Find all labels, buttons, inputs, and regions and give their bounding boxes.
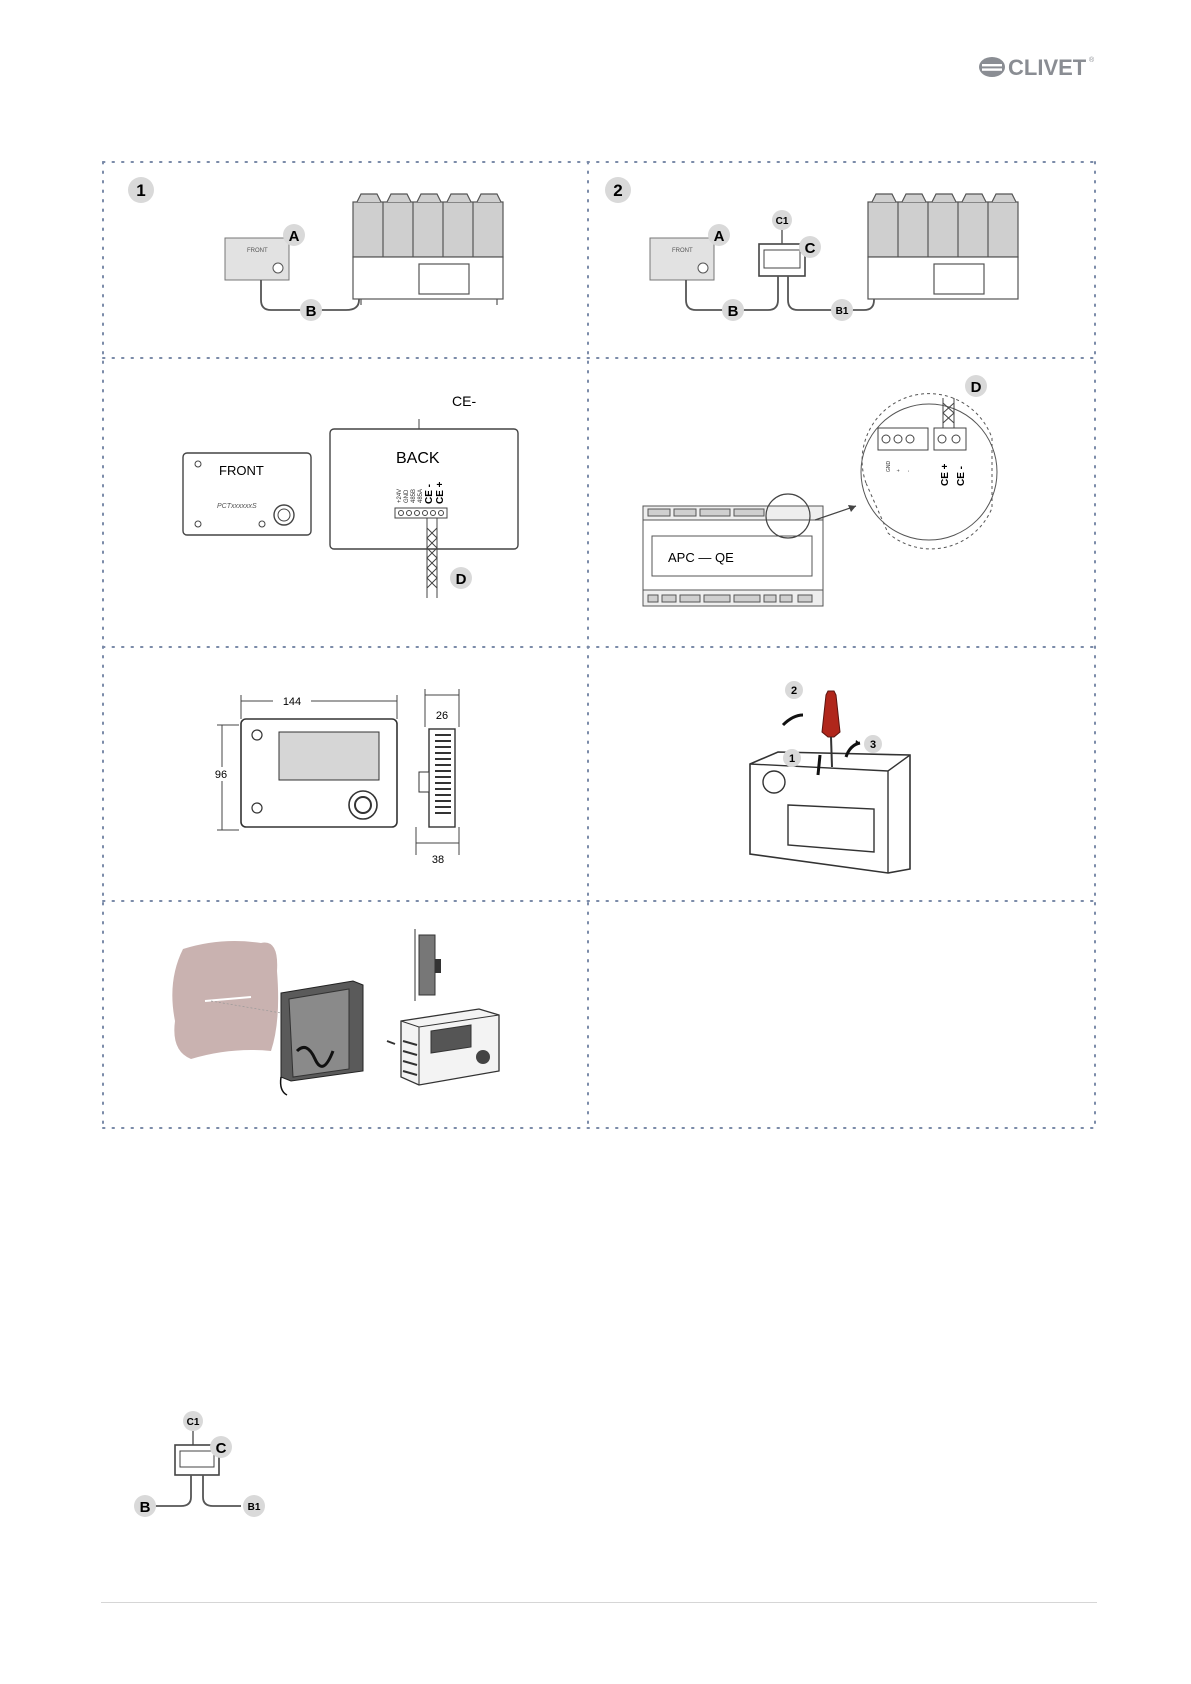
dimension-width: [241, 695, 397, 719]
svg-text:CE -: CE -: [956, 466, 967, 486]
logo-swirl-icon: [979, 57, 1005, 77]
panel-1: 1 FRONT A: [101, 160, 588, 358]
svg-text:D: D: [971, 379, 982, 396]
panel-7: [101, 901, 588, 1128]
board-label: APC — QE: [668, 550, 734, 565]
cable-b1: [788, 276, 874, 310]
label-a-badge: A: [708, 224, 730, 246]
label-b-badge: B: [300, 299, 322, 321]
ce-minus-heading: CE-: [452, 393, 476, 409]
step-1-badge: 1: [783, 749, 801, 767]
svg-text:CE +: CE +: [435, 481, 446, 504]
clivet-logo: CLIVET ®: [978, 50, 1098, 84]
svg-text:3: 3: [870, 739, 876, 751]
svg-text:CE +: CE +: [940, 463, 951, 486]
device-box-drawing: [750, 752, 910, 873]
svg-text:C: C: [805, 240, 816, 257]
svg-text:FRONT: FRONT: [247, 248, 268, 254]
svg-text:A: A: [289, 228, 300, 245]
connection-legend-figure: C1 C B B1: [125, 1405, 285, 1535]
svg-text:GND: GND: [886, 461, 892, 473]
label-d-badge: D: [965, 375, 987, 397]
figure-grid: 1 FRONT A: [101, 160, 1097, 1130]
display-side-drawing: [419, 729, 455, 827]
label-b1-badge: B1: [243, 1495, 265, 1517]
label-b-badge: B: [722, 299, 744, 321]
remote-panel-drawing: FRONT: [225, 238, 289, 280]
panel-2: 2 FRONT A C1 C: [588, 160, 1095, 358]
svg-text:B: B: [140, 1499, 151, 1516]
svg-text:2: 2: [613, 181, 622, 200]
svg-text:B1: B1: [836, 306, 849, 317]
screw-icon: [387, 1041, 395, 1044]
mounting-plate-drawing: [281, 981, 363, 1095]
label-d-badge: D: [450, 567, 472, 589]
svg-text:GND: GND: [404, 489, 410, 503]
svg-text:B: B: [306, 303, 317, 320]
panel-6: 1 2 3: [588, 647, 1095, 901]
chiller-unit-drawing: [868, 194, 1018, 299]
step-1-mark: [818, 755, 820, 775]
step-3-badge: 3: [864, 735, 882, 753]
footer-divider: [101, 1602, 1097, 1603]
label-a-badge: A: [283, 224, 305, 246]
svg-text:D: D: [456, 571, 467, 588]
panel-number-badge: 1: [128, 177, 154, 203]
zoom-detail-drawing: GND + - CE + CE -: [861, 394, 997, 549]
panel-8-empty: [588, 901, 1095, 1128]
svg-text:C1: C1: [187, 1417, 200, 1428]
chiller-unit-drawing: [353, 194, 503, 305]
svg-text:FRONT: FRONT: [219, 463, 264, 478]
svg-text:1: 1: [789, 753, 795, 765]
svg-text:BACK: BACK: [396, 450, 440, 467]
label-c-badge: C: [210, 1436, 232, 1458]
brand-name: CLIVET: [1008, 55, 1087, 80]
front-panel-drawing: FRONT PCTxxxxxxS: [183, 453, 311, 535]
svg-text:1: 1: [136, 181, 145, 200]
step-2-arrow: [783, 715, 803, 725]
label-c-badge: C: [799, 236, 821, 258]
dimension-width-value: 144: [283, 696, 301, 708]
dimension-depth-top-value: 26: [436, 710, 448, 722]
svg-text:B: B: [728, 303, 739, 320]
svg-text:B1: B1: [248, 1502, 261, 1513]
svg-text:CE -: CE -: [424, 484, 435, 504]
display-unit-drawing: [401, 1009, 499, 1085]
panel-3: CE- FRONT PCTxxxxxxS BACK +24V GND 485B: [101, 358, 588, 647]
display-front-drawing: [241, 719, 397, 827]
side-view-drawing: [415, 929, 441, 1001]
label-c1-badge: C1: [772, 210, 792, 230]
svg-text:C: C: [216, 1440, 227, 1457]
svg-text:+: +: [896, 469, 902, 472]
panel-number-badge: 2: [605, 177, 631, 203]
panel-4: APC — QE GND + -: [588, 358, 1095, 647]
panel-5: 144 96: [101, 647, 588, 901]
svg-text:PCTxxxxxxS: PCTxxxxxxS: [217, 503, 257, 510]
remote-panel-drawing: FRONT: [650, 238, 714, 280]
svg-text:A: A: [714, 228, 725, 245]
svg-text:C1: C1: [776, 216, 789, 227]
step-2-badge: 2: [785, 681, 803, 699]
label-c1-badge: C1: [183, 1411, 203, 1431]
label-b1-badge: B1: [831, 299, 853, 321]
dimension-depth-bottom-value: 38: [432, 854, 444, 866]
dimension-height-value: 96: [215, 769, 227, 781]
svg-text:485B: 485B: [411, 489, 417, 503]
svg-text:2: 2: [791, 685, 797, 697]
svg-text:FRONT: FRONT: [672, 248, 693, 254]
brand-trademark: ®: [1089, 56, 1095, 64]
svg-text:+24V: +24V: [397, 489, 403, 503]
interface-box-c: [759, 226, 805, 276]
back-panel-drawing: BACK +24V GND 485B 485A CE - CE +: [330, 419, 518, 549]
label-b-badge: B: [134, 1495, 156, 1517]
